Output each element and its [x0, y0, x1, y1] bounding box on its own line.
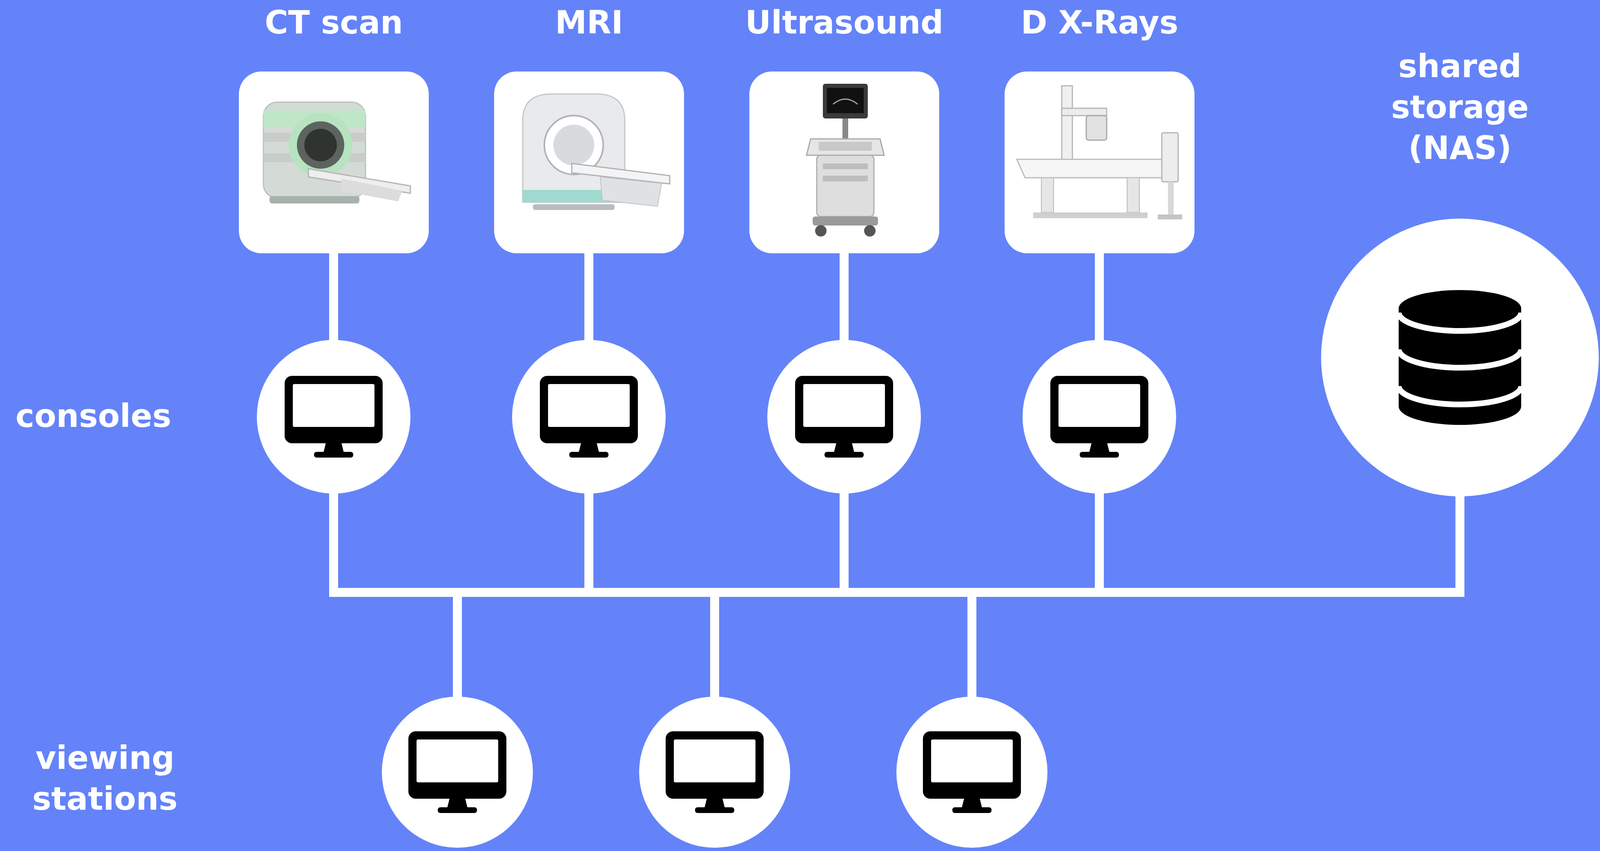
modality-name: MRI — [461, 4, 717, 41]
storage-circle: shared storage (NAS) — [1321, 45, 1599, 497]
storage-name: shared storage (NAS) — [1374, 45, 1546, 169]
device-picture — [263, 102, 411, 204]
device-illustration — [494, 71, 685, 254]
wire — [967, 588, 977, 703]
console-circle — [767, 339, 921, 494]
monitor-icon — [922, 730, 1021, 813]
console-circle — [256, 339, 411, 494]
row-label: viewing stations — [23, 737, 187, 819]
device-picture-box — [1004, 71, 1195, 254]
station-circle — [896, 696, 1048, 848]
console-icons — [256, 339, 1177, 494]
device-illustration — [749, 71, 940, 254]
wire — [710, 588, 720, 703]
wire — [452, 588, 462, 703]
network-wires — [329, 245, 1465, 703]
device-picture — [806, 83, 885, 237]
station-circle — [381, 696, 533, 848]
device-picture — [522, 93, 670, 210]
device-illustration — [238, 71, 429, 254]
monitor-icon — [665, 730, 764, 813]
modality-box: MRI — [494, 4, 685, 254]
modality-name: Ultrasound — [716, 4, 972, 41]
console-circle — [1022, 339, 1177, 494]
device-picture-box — [749, 71, 940, 254]
wire — [1455, 490, 1465, 597]
console-circle — [512, 339, 666, 494]
bus-wire — [329, 587, 1465, 597]
monitor-icon — [408, 730, 507, 813]
device-picture-box — [494, 71, 685, 254]
modality-name: D X-Rays — [971, 4, 1228, 41]
device-picture-box — [238, 71, 429, 254]
modality-box: D X-Rays — [1004, 4, 1195, 254]
database-icon — [1398, 289, 1522, 425]
monitor-icon — [1050, 375, 1149, 458]
device-illustration — [1004, 71, 1195, 254]
modality-name: CT scan — [206, 4, 462, 41]
monitor-icon — [284, 375, 383, 458]
device-picture — [1016, 85, 1183, 220]
modality-box: Ultrasound — [749, 4, 940, 254]
viewing-station-icons — [381, 696, 1048, 848]
station-circle — [639, 696, 791, 848]
monitor-icon — [539, 375, 638, 458]
storage-circle-outline — [1321, 218, 1599, 497]
storage-shape — [1321, 218, 1599, 497]
monitor-icon — [795, 375, 894, 458]
row-label: consoles — [15, 397, 228, 435]
modality-box: CT scan — [238, 4, 429, 254]
